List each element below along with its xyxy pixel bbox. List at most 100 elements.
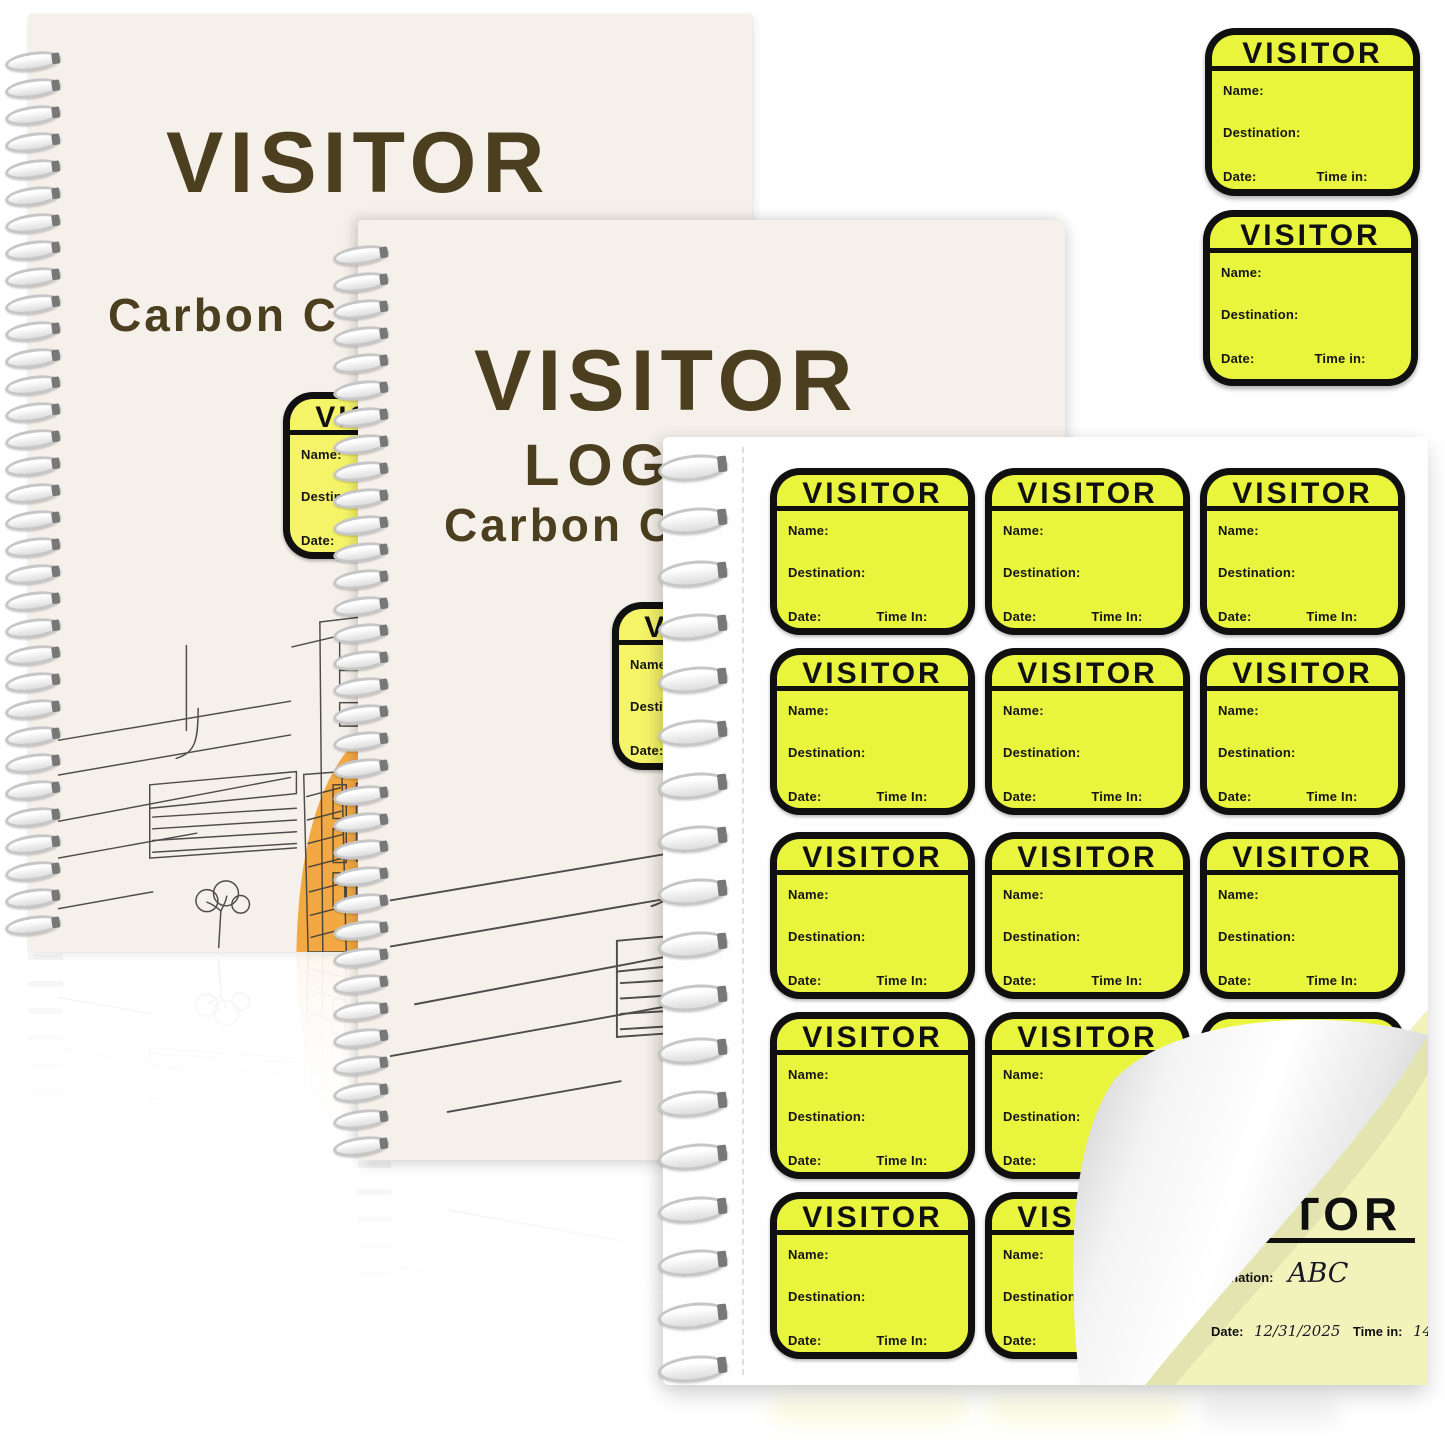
badge-name-label: Name:	[1003, 1067, 1044, 1082]
badge-date-label: Date:	[1003, 973, 1037, 988]
visitor-badge-face: VISITOR Name: Destination: Date: Time in…	[1210, 217, 1411, 379]
badge-date-label: Date:	[788, 973, 822, 988]
spiral-coil	[3, 642, 63, 669]
spiral-coil	[3, 264, 63, 291]
spiral-coil	[331, 998, 391, 1025]
spiral-coil	[3, 453, 63, 480]
spiral-coil	[656, 1087, 730, 1121]
badge-time-label: Time In:	[1306, 973, 1358, 988]
spiral-coil	[3, 129, 63, 156]
visitor-badge: VISITOR Name: Destination: Date: Time In…	[1200, 468, 1405, 635]
badge-name-label: Name:	[1218, 887, 1259, 902]
badge-time-label: Time In:	[1306, 1153, 1358, 1168]
badge-time-label: Time in:	[1316, 169, 1368, 184]
spiral-coil	[3, 480, 63, 507]
badge-name-label: Name:	[1223, 83, 1264, 98]
sheet-reflection	[1200, 1398, 1340, 1424]
spiral-coil	[3, 318, 63, 345]
badge-sticker-sheet: VISITOR Name: Destination: Date: Time In…	[656, 437, 1428, 1386]
spiral-coil	[3, 48, 63, 75]
spiral-coil	[3, 885, 63, 912]
visitor-badge: VISITOR Name: Destination: Date: Time In…	[985, 832, 1190, 999]
badge-name-label: Name:	[788, 887, 829, 902]
visitor-badge-face: VISITOR Name: Destination: Date: Time In…	[777, 839, 968, 992]
badge-time-label: Time In:	[1091, 789, 1143, 804]
badge-time-label: Time In:	[1091, 973, 1143, 988]
spiral-coil	[656, 1352, 730, 1386]
visitor-badge-face: VISITOR Name: Destination: Date: Time In…	[992, 1019, 1183, 1172]
badge-title: VISITOR	[992, 839, 1183, 875]
badge-destination-label: Destination:	[788, 929, 866, 944]
badge-date-label: Date:	[1221, 351, 1255, 366]
badge-destination-label: Destination:	[1003, 929, 1081, 944]
book-title: VISITOR	[474, 333, 859, 429]
badge-time-label: Time In:	[1091, 609, 1143, 624]
badge-name-label: Name:	[1003, 703, 1044, 718]
visitor-badge: VISITOR Name: Destination: Date: Time In…	[770, 1192, 975, 1359]
badge-date-label: Date:	[1003, 1333, 1037, 1348]
badge-destination-label: Destination:	[788, 745, 866, 760]
spiral-coil	[331, 1079, 391, 1106]
badge-title: VISITOR	[1207, 1199, 1398, 1235]
spiral-coil	[656, 557, 730, 591]
badge-date-label: Date:	[1218, 973, 1252, 988]
badge-date-label: Date:	[1218, 789, 1252, 804]
badge-date-label: Date:	[788, 1153, 822, 1168]
visitor-badge-face: VISITOR Name: Destination: Date: Time In…	[777, 655, 968, 808]
spiral-coil	[656, 1034, 730, 1068]
spiral-coil	[331, 1025, 391, 1052]
badge-time-label: Time In:	[1091, 1153, 1143, 1168]
badge-destination-label: Destination:	[1003, 1289, 1081, 1304]
visitor-badge-face: VISITOR Name: Destination: Date: Time In…	[1207, 655, 1398, 808]
badge-destination-label: Destination:	[788, 1289, 866, 1304]
spiral-coil	[3, 750, 63, 777]
badge-date-label: Date:	[788, 609, 822, 624]
badge-name-label: Name:	[1003, 887, 1044, 902]
badge-destination-label: Destination:	[1223, 125, 1301, 140]
spiral-coil	[3, 858, 63, 885]
spiral-coil	[331, 1052, 391, 1079]
spiral-coil	[3, 345, 63, 372]
badge-destination-label: Destination:	[1218, 1289, 1296, 1304]
visitor-badge: VISITOR Name: Destination: Date: Time In…	[770, 1012, 975, 1179]
badge-title: VISITOR	[777, 839, 968, 875]
badge-title: VISITOR	[777, 1199, 968, 1235]
spiral-coil	[3, 534, 63, 561]
badge-name-label: Name:	[788, 703, 829, 718]
badge-destination-label: Destination:	[1003, 1109, 1081, 1124]
spiral-coil	[656, 610, 730, 644]
visitor-badge-face: VISITOR Name: Destination: Date: Time In…	[1207, 1019, 1398, 1172]
spiral-coil	[3, 615, 63, 642]
badge-title: VISITOR	[777, 655, 968, 691]
spiral-reflection	[28, 954, 63, 1124]
badge-destination-label: Destination:	[788, 565, 866, 580]
badge-name-label: Name:	[1218, 523, 1259, 538]
spiral-coil	[656, 451, 730, 485]
badge-date-label: Date:	[1218, 1153, 1252, 1168]
badge-name-label: Name:	[788, 1247, 829, 1262]
book-subtitle: LOG	[524, 433, 674, 498]
spiral-coil	[3, 102, 63, 129]
badge-destination-label: Destination:	[1221, 307, 1299, 322]
badge-time-label: Time In:	[876, 609, 928, 624]
badge-date-label: Date:	[1003, 1153, 1037, 1168]
badge-title: VISITOR	[1207, 839, 1398, 875]
spiral-coil	[656, 981, 730, 1015]
badge-time-label: Time In:	[1306, 1333, 1358, 1348]
visitor-badge: VISITOR Name: Destination: Date: Time In…	[1200, 648, 1405, 815]
badge-date-label: Date:	[1218, 609, 1252, 624]
spiral-coil	[656, 1140, 730, 1174]
spiral-coil	[3, 831, 63, 858]
spiral-coil	[656, 769, 730, 803]
visitor-badge-face: VISITOR Name: Destination: Date: Time In…	[992, 839, 1183, 992]
spiral-coil	[656, 928, 730, 962]
carbon-time-value: 14:30	[1413, 1322, 1428, 1340]
spiral-coil	[656, 875, 730, 909]
spiral-reflection	[358, 1162, 391, 1312]
badge-title: VISITOR	[992, 1199, 1183, 1235]
visitor-badge: VISITOR Name: Destination: Date: Time in…	[1203, 210, 1418, 386]
sheet-reflection	[770, 1398, 970, 1424]
visitor-badge-face: VISITOR Name: Destination: Date: Time In…	[992, 1199, 1183, 1352]
badge-destination-label: Destination:	[1218, 565, 1296, 580]
visitor-badge: VISITOR Name: Destination: Date: Time In…	[985, 1192, 1190, 1359]
